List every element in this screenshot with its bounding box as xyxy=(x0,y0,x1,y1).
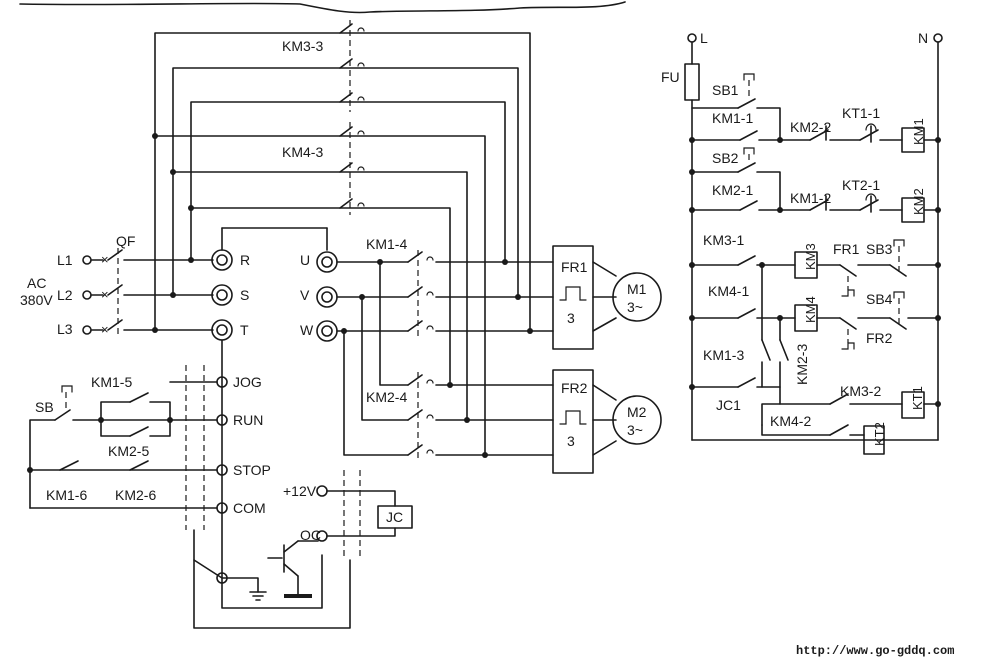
l1-label: L1 xyxy=(57,252,73,268)
m2-label: M2 xyxy=(627,404,647,420)
control-terminals: JOG RUN STOP COM SB KM1-5 KM2-5 KM1-6 KM… xyxy=(27,365,271,530)
svg-text:×: × xyxy=(101,322,109,337)
l3-label: L3 xyxy=(57,321,73,337)
km1-2-label: KM1-2 xyxy=(790,190,831,206)
km3-3-contacts xyxy=(339,20,365,112)
km1-5-label: KM1-5 xyxy=(91,374,132,390)
inverter-frame xyxy=(221,227,328,579)
rung-timers: KM3-2 KT1 KM4-2 KT2 xyxy=(761,383,941,455)
fr2-relay-m2-motor: FR2 3 M2 3~ xyxy=(552,369,662,474)
fr1-count: 3 xyxy=(567,310,575,326)
fr1-relay-m1-motor: FR1 3 M1 3~ xyxy=(552,245,662,350)
km2-4-label: KM2-4 xyxy=(366,389,407,405)
fr2-count: 3 xyxy=(567,433,575,449)
km2-2-label: KM2-2 xyxy=(790,119,831,135)
inverter-output-terminals: U V W KM1-4 KM2-4 xyxy=(300,236,554,460)
sb-label: SB xyxy=(35,399,54,415)
m1-phase: 3~ xyxy=(627,299,643,315)
control-rails: L N FU xyxy=(661,30,943,441)
torn-top-edge xyxy=(19,1,626,14)
jog-label: JOG xyxy=(233,374,262,390)
km3-3-label: KM3-3 xyxy=(282,38,323,54)
km2-3-label: KM2-3 xyxy=(794,344,810,385)
voltage-label: 380V xyxy=(20,292,53,308)
w-terminal-label: W xyxy=(300,322,314,338)
km1-1-label: KM1-1 xyxy=(712,110,753,126)
km4-coil-label: KM4 xyxy=(803,296,818,323)
km2-1-label: KM2-1 xyxy=(712,182,753,198)
jc-label: JC xyxy=(386,509,403,525)
s-terminal-label: S xyxy=(240,287,249,303)
km4-1-label: KM4-1 xyxy=(708,283,749,299)
kt2-1-label: KT2-1 xyxy=(842,177,880,193)
rung-km4: KM4-1 KM4 SB4 FR2 xyxy=(689,264,941,350)
rung-km1: SB1 KM1-1 KM2-2 KT1-1 KM1 xyxy=(689,73,941,153)
l-rail-label: L xyxy=(700,30,708,46)
km2-coil-label: KM2 xyxy=(911,188,926,215)
km4-3-contacts xyxy=(339,122,365,215)
l2-label: L2 xyxy=(57,287,73,303)
top-bus-lines xyxy=(154,32,531,456)
oc-output-section: +12V OC JC xyxy=(193,470,413,629)
power-input: L1 L2 L3 AC 380V × × × QF xyxy=(20,233,214,337)
jc1-label: JC1 xyxy=(716,397,741,413)
svg-text:×: × xyxy=(101,252,109,267)
km2-5-label: KM2-5 xyxy=(108,443,149,459)
qf-label: QF xyxy=(116,233,135,249)
sb1-label: SB1 xyxy=(712,82,739,98)
fu-label: FU xyxy=(661,69,680,85)
km1-3-label: KM1-3 xyxy=(703,347,744,363)
stop-label: STOP xyxy=(233,462,271,478)
ac-label: AC xyxy=(27,275,46,291)
km1-6-label: KM1-6 xyxy=(46,487,87,503)
rung-km3: KM3-1 KM3 FR1 SB3 xyxy=(689,232,941,297)
t-terminal-label: T xyxy=(240,322,249,338)
n-rail-label: N xyxy=(918,30,928,46)
fr1-label: FR1 xyxy=(561,259,588,275)
v-terminal-label: V xyxy=(300,287,310,303)
inverter-input-terminals: R S T xyxy=(211,249,250,341)
km2-6-label: KM2-6 xyxy=(115,487,156,503)
km3-coil-label: KM3 xyxy=(803,243,818,270)
sb2-label: SB2 xyxy=(712,150,739,166)
km4-3-label: KM4-3 xyxy=(282,144,323,160)
km3-1-label: KM3-1 xyxy=(703,232,744,248)
rung-km2: SB2 KM2-1 KM1-2 KT2-1 KM2 xyxy=(689,147,941,223)
km1-4-label: KM1-4 xyxy=(366,236,407,252)
rung-jc1: KM1-3 KM2-3 JC1 xyxy=(689,317,810,413)
m1-label: M1 xyxy=(627,281,647,297)
com-label: COM xyxy=(233,500,266,516)
fr1-contact-label: FR1 xyxy=(833,241,860,257)
watermark-url: http://www.go-gddq.com xyxy=(796,644,954,658)
run-label: RUN xyxy=(233,412,263,428)
oc-label: OC xyxy=(300,527,321,543)
kt2-coil-label: KT2 xyxy=(872,422,887,446)
fr2-label: FR2 xyxy=(561,380,588,396)
sb3-label: SB3 xyxy=(866,241,893,257)
sb4-label: SB4 xyxy=(866,291,893,307)
r-terminal-label: R xyxy=(240,252,250,268)
km1-coil-label: KM1 xyxy=(911,118,926,145)
kt1-1-label: KT1-1 xyxy=(842,105,880,121)
km3-2-label: KM3-2 xyxy=(840,383,881,399)
kt1-coil-label: KT1 xyxy=(910,386,925,410)
u-terminal-label: U xyxy=(300,252,310,268)
svg-text:×: × xyxy=(101,287,109,302)
fr2-contact-label: FR2 xyxy=(866,330,893,346)
p12v-label: +12V xyxy=(283,483,317,499)
m2-phase: 3~ xyxy=(627,422,643,438)
km4-2-label: KM4-2 xyxy=(770,413,811,429)
